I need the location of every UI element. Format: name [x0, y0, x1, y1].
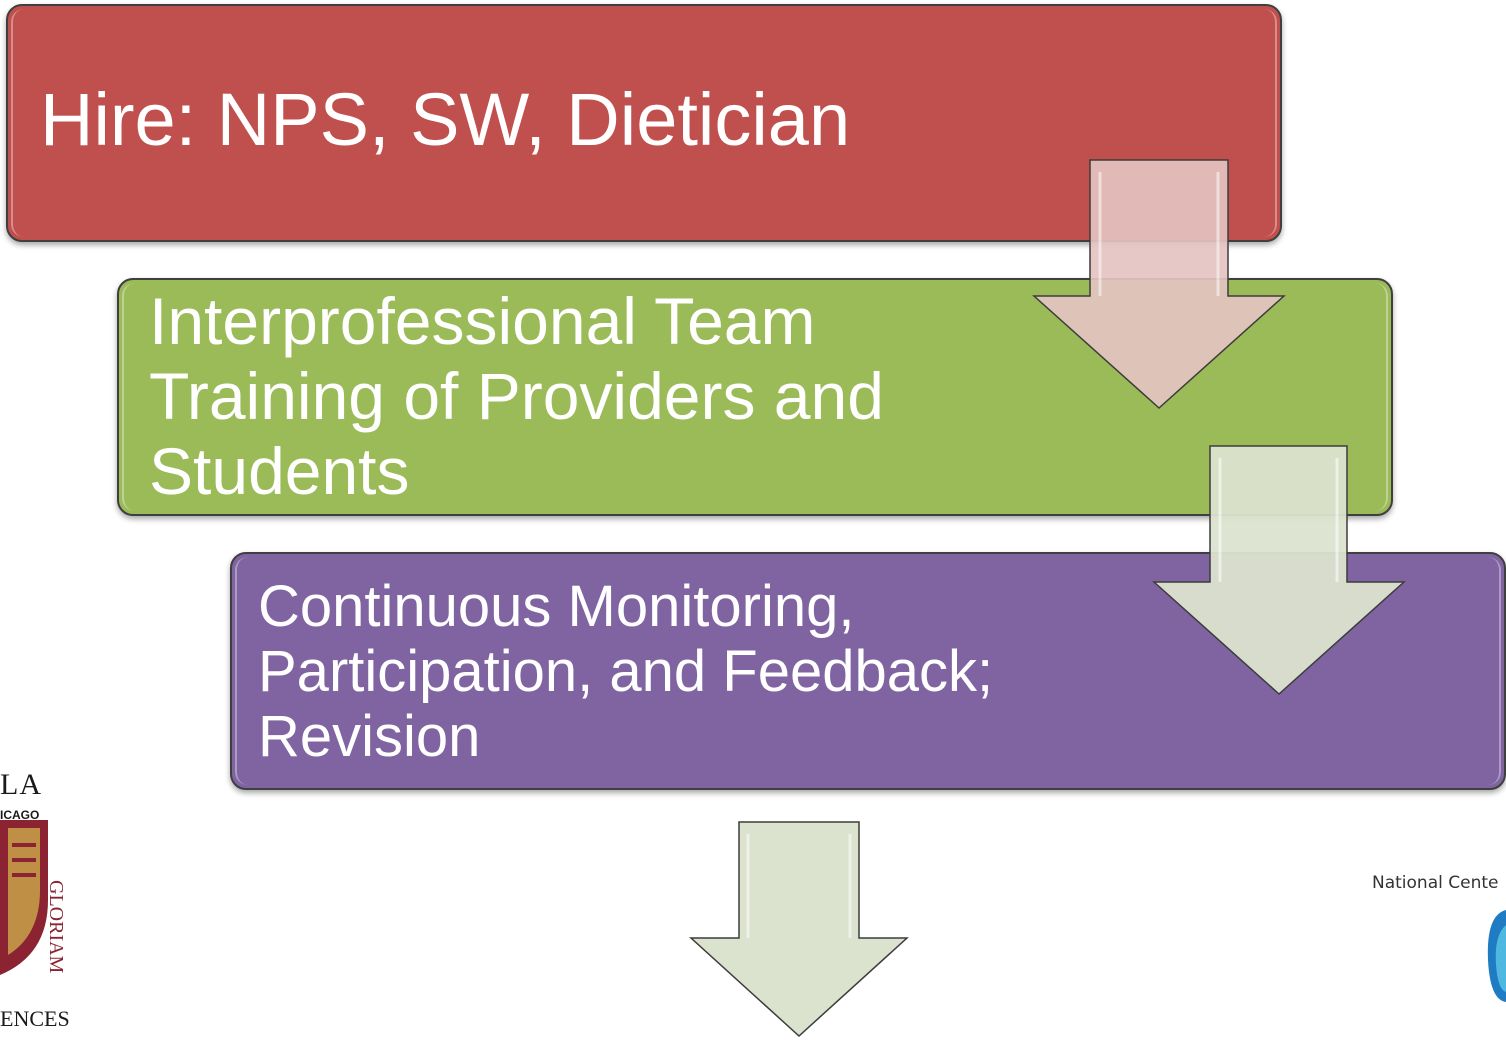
right-logo-text: National Cente [1372, 873, 1499, 893]
left-logo-text-small: ICAGO [0, 808, 40, 822]
university-crest-logo: GLORIAM [0, 820, 67, 975]
step-hire-label: Hire: NPS, SW, Dietician [40, 78, 851, 161]
step-hire-box: Hire: NPS, SW, Dietician [6, 4, 1282, 242]
left-logo-text-bottom: ENCES [0, 1006, 70, 1031]
left-logo-text-top: LA [0, 768, 42, 801]
step-monitoring-box: Continuous Monitoring, Participation, an… [230, 552, 1506, 790]
step-team-training-box: Interprofessional Team Training of Provi… [117, 278, 1393, 516]
national-center-logo [1487, 910, 1506, 1002]
svg-text:GLORIAM: GLORIAM [45, 880, 67, 974]
step-monitoring-label: Continuous Monitoring, Participation, an… [258, 574, 994, 769]
down-arrow-3 [689, 821, 909, 1038]
step-team-training-label: Interprofessional Team Training of Provi… [149, 284, 884, 508]
